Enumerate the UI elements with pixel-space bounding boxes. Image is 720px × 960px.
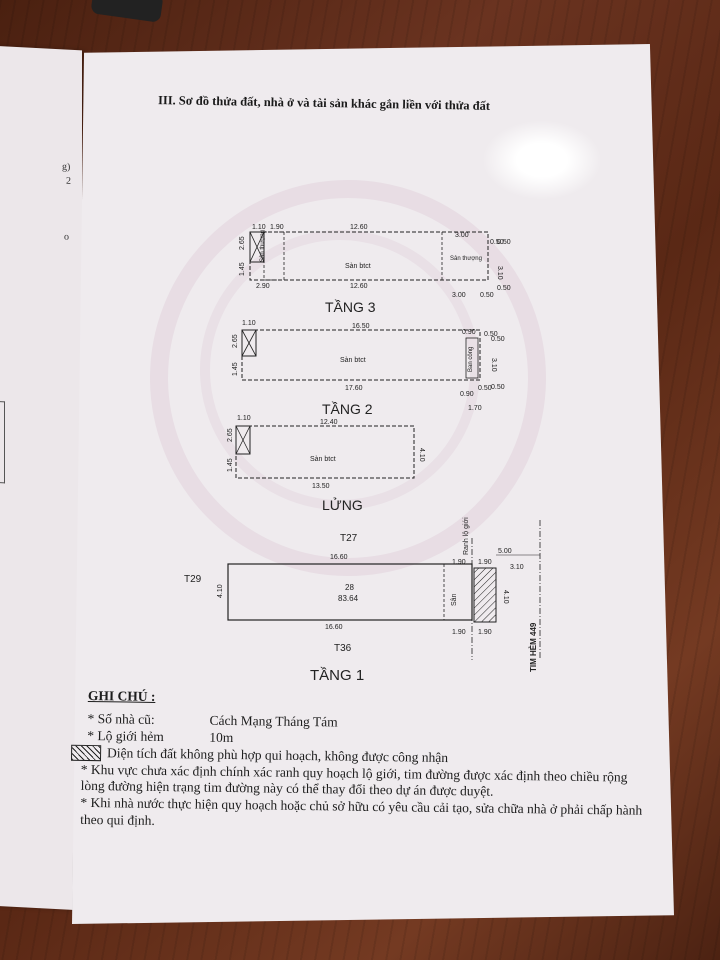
room-label: Sàn btct — [345, 263, 371, 270]
alley-setback-value: 10m — [209, 729, 234, 745]
parcel-area: 83.64 — [338, 594, 359, 603]
floor-title-tang2: TẦNG 2 — [322, 401, 373, 417]
dim-label: 1.45 — [239, 262, 246, 276]
dim-label: 12.60 — [350, 283, 368, 290]
dim-label: 1.45 — [232, 362, 239, 376]
room-label: Sàn btct — [310, 456, 336, 463]
floor-title-tang1: TẦNG 1 — [310, 667, 364, 684]
watermark-seal-inner — [200, 230, 480, 510]
neighbor-label: T27 — [340, 533, 358, 544]
boundary-label: Ranh lộ giới — [463, 517, 470, 555]
dim-label: 4.10 — [217, 584, 224, 598]
dim-label: 1.70 — [468, 405, 482, 412]
dim-label: 1.90 — [452, 559, 466, 566]
neighbor-label: T29 — [184, 574, 202, 585]
dim-label: 3.10 — [510, 564, 524, 571]
dim-label: 0.50 — [484, 331, 498, 338]
room-label: Ban công — [468, 347, 474, 372]
dim-label: 13.50 — [312, 483, 330, 490]
dim-label: 0.50 — [490, 239, 504, 246]
dim-label: 0.90 — [462, 329, 476, 336]
dim-label: 16.50 — [352, 323, 370, 330]
dim-label: 3.00 — [452, 292, 466, 299]
hatch-swatch — [70, 744, 102, 762]
floor-title-tang3: TẦNG 3 — [325, 299, 376, 315]
dim-label: 16.60 — [325, 624, 343, 631]
floor-plan-tang2: 1.10 16.50 0.90 0.50 0.50 2.65 1.45 3.10… — [232, 320, 505, 417]
dim-label: 2.90 — [256, 283, 270, 290]
dim-label: 1.90 — [452, 629, 466, 636]
dim-label: 2.65 — [227, 428, 234, 442]
dim-label: 0.50 — [491, 384, 505, 391]
dim-label: 1.10 — [252, 224, 266, 231]
dim-label: 4.10 — [502, 590, 509, 604]
dim-label: 1.45 — [227, 458, 234, 472]
floor-plan-tang3: 1.10 1.90 12.60 3.00 0.50 0.50 2.65 1.45… — [239, 224, 511, 315]
dim-label: 4.10 — [418, 448, 425, 462]
dim-label: 17.60 — [345, 385, 363, 392]
dim-label: 1.10 — [237, 415, 251, 422]
dim-label: 0.90 — [460, 391, 474, 398]
blurred-area — [482, 120, 602, 200]
room-label: Sàn btct — [340, 357, 366, 364]
dim-label: 0.50 — [491, 336, 505, 343]
dim-label: 12.40 — [320, 419, 338, 426]
dim-label: 5.00 — [498, 548, 512, 555]
floor-plan-lung: 1.10 12.40 2.65 1.45 4.10 13.50 Sàn btct… — [227, 415, 425, 513]
dim-label: 16.60 — [330, 554, 348, 561]
dim-label: 0.50 — [478, 385, 492, 392]
road-label: TIM HẺM 449 — [529, 622, 538, 672]
dim-label: 0.50 — [497, 239, 511, 246]
dim-label: 3.10 — [496, 266, 503, 280]
dim-label: 2.65 — [232, 334, 239, 348]
room-label: Sân thượng — [450, 256, 482, 262]
dim-label: 1.90 — [478, 559, 492, 566]
dim-label: 0.50 — [480, 292, 494, 299]
yard-label: Sân — [451, 593, 458, 606]
old-house-number-label: * Số nhà cũ: — [87, 710, 155, 727]
dim-label: 1.10 — [242, 320, 256, 327]
dim-label: 2.65 — [239, 236, 246, 250]
floor-plan-tang1: T27 T29 T36 16.60 1.90 1.90 5.00 3.10 4.… — [184, 517, 541, 684]
dim-label: 1.90 — [478, 629, 492, 636]
floor-title-lung: LỬNG — [322, 496, 363, 513]
parcel-number: 28 — [345, 583, 354, 592]
dim-label: 12.60 — [350, 224, 368, 231]
room-label: Sân thượng — [260, 230, 266, 262]
dim-label: 0.50 — [497, 285, 511, 292]
dim-label: 3.10 — [490, 358, 497, 372]
old-house-number-value: Cách Mạng Tháng Tám — [209, 712, 338, 730]
dim-label: 1.90 — [270, 224, 284, 231]
neighbor-label: T36 — [334, 643, 352, 654]
alley-setback-label: * Lộ giới hẻm — [87, 727, 164, 744]
notes-section: GHI CHÚ : * Số nhà cũ: Cách Mạng Tháng T… — [70, 688, 648, 837]
dim-label: 3.00 — [455, 232, 469, 239]
